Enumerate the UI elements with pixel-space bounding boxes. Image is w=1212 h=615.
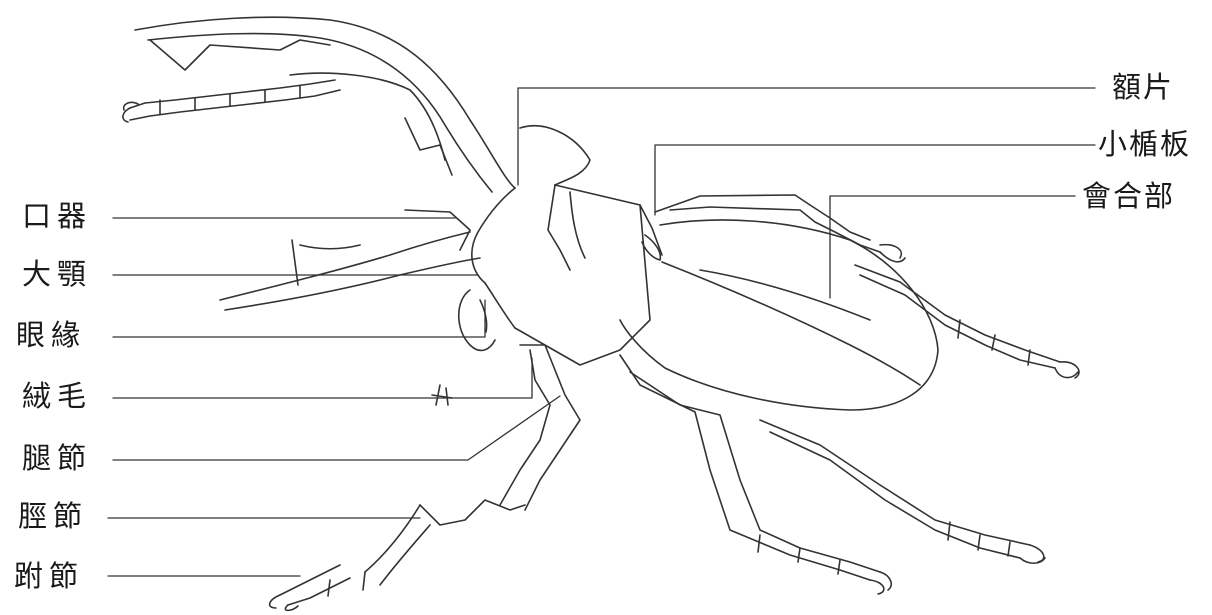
lower-horn bbox=[220, 210, 480, 310]
label-scutellum: 小楯板 bbox=[1098, 130, 1191, 159]
leader-lines-left bbox=[108, 218, 560, 576]
label-elytral-suture: 會合部 bbox=[1082, 182, 1175, 211]
leader-lines-right bbox=[518, 88, 1095, 298]
leader-eye-margin bbox=[113, 300, 485, 337]
upper-horn bbox=[135, 17, 515, 192]
label-tarsus: 跗節 bbox=[14, 562, 84, 591]
upper-antenna bbox=[123, 80, 340, 122]
front-leg-left bbox=[270, 345, 580, 610]
hind-leg-right bbox=[760, 420, 1045, 563]
head bbox=[459, 126, 590, 351]
label-eye-margin: 眼緣 bbox=[16, 321, 86, 350]
label-mandible: 大顎 bbox=[22, 260, 92, 289]
label-femur: 腿節 bbox=[22, 444, 92, 473]
leader-clypeus bbox=[518, 88, 1095, 185]
label-setae: 絨毛 bbox=[22, 382, 92, 411]
label-clypeus: 額片 bbox=[1112, 73, 1174, 102]
label-tibia: 脛節 bbox=[18, 502, 88, 531]
setae-tuft bbox=[432, 385, 452, 405]
leader-scutellum bbox=[655, 145, 1095, 215]
front-leg-right bbox=[655, 195, 905, 262]
label-mouthparts: 口器 bbox=[22, 202, 92, 231]
elytra bbox=[620, 220, 938, 410]
pronotum bbox=[515, 185, 662, 365]
leader-femur bbox=[113, 396, 560, 460]
leader-setae bbox=[113, 358, 532, 398]
middle-leg-right bbox=[855, 265, 1079, 378]
